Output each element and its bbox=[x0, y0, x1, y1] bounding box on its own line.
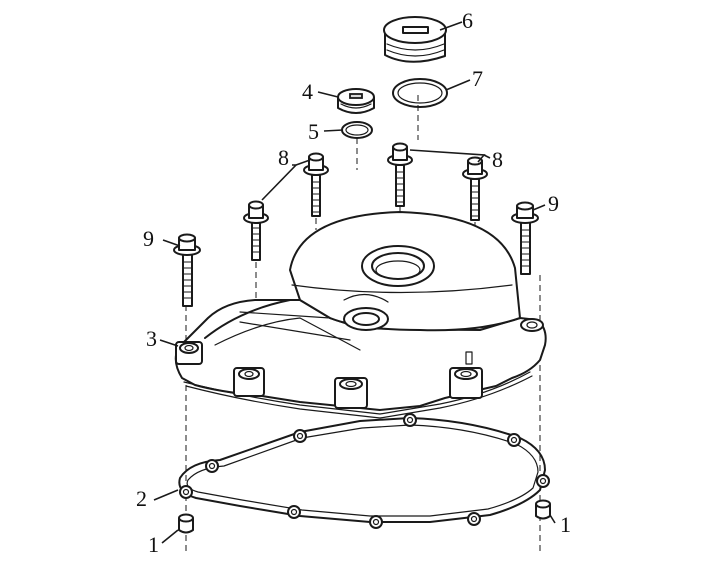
leader-lines bbox=[153, 21, 556, 544]
flange-bolt-part-8-b bbox=[303, 152, 329, 217]
callout-part-4: 4 bbox=[302, 79, 313, 104]
small-plug-part-4 bbox=[337, 88, 375, 114]
callout-part-1-left: 1 bbox=[148, 532, 159, 557]
flange-bolt-part-8-d bbox=[462, 156, 488, 221]
mounting-boss bbox=[334, 377, 368, 409]
mounting-boss bbox=[520, 318, 544, 332]
o-ring-part-7 bbox=[392, 78, 448, 108]
gasket-part-2 bbox=[178, 413, 550, 529]
callout-part-3: 3 bbox=[146, 326, 157, 351]
callout-part-7: 7 bbox=[472, 66, 483, 91]
flange-bolt-part-9-right bbox=[511, 201, 539, 275]
flange-bolt-part-8-a bbox=[243, 200, 269, 261]
mounting-boss bbox=[449, 367, 483, 399]
flange-bolt-part-8-c bbox=[387, 142, 413, 207]
callout-part-8-right: 8 bbox=[492, 147, 503, 172]
callout-labels: 6 7 4 5 8 8 9 9 3 2 1 1 bbox=[136, 8, 571, 557]
callout-part-9-right: 9 bbox=[548, 191, 559, 216]
mounting-boss bbox=[175, 341, 203, 365]
callout-part-9-left: 9 bbox=[143, 226, 154, 251]
gasket-bolt-holes bbox=[179, 413, 550, 529]
small-o-ring-part-5 bbox=[341, 121, 373, 139]
callout-part-1-right: 1 bbox=[560, 512, 571, 537]
dowel-pin-part-1-right bbox=[535, 499, 551, 520]
callout-part-6: 6 bbox=[462, 8, 473, 33]
flange-bolt-part-9-left bbox=[173, 233, 201, 307]
dowel-pin-part-1-left bbox=[178, 513, 194, 534]
callout-part-8-left: 8 bbox=[278, 145, 289, 170]
callout-part-2: 2 bbox=[136, 486, 147, 511]
mounting-boss bbox=[233, 367, 265, 397]
filler-plug-part-6 bbox=[383, 16, 447, 63]
callout-part-5: 5 bbox=[308, 119, 319, 144]
crankcase-cover-part-3 bbox=[174, 211, 547, 419]
